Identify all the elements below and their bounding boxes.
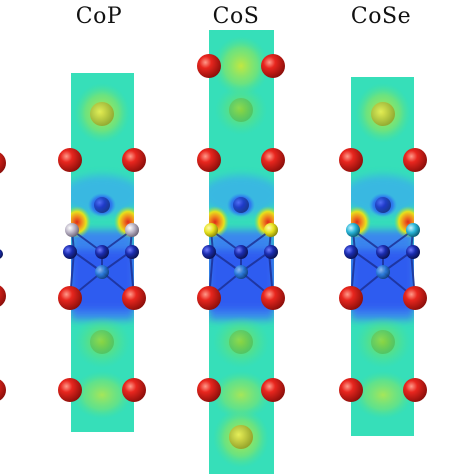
atom-oxygen <box>403 286 427 310</box>
atom-ghost <box>229 425 253 449</box>
atom-cobalt <box>344 245 358 259</box>
atom-ghost <box>90 330 114 354</box>
atom-dopant <box>346 223 360 237</box>
atom-ghost <box>229 330 253 354</box>
atom-cobalt <box>0 249 3 259</box>
atom-ghost <box>376 265 390 279</box>
atom-oxygen <box>339 378 363 402</box>
atom-oxygen <box>339 148 363 172</box>
atom-oxygen <box>261 54 285 78</box>
atom-oxygen <box>403 148 427 172</box>
atom-ghost <box>95 265 109 279</box>
panel-cose <box>339 77 427 436</box>
panel-label-cose: CoSe <box>350 4 412 29</box>
density-blob-bottom <box>353 371 413 419</box>
atom-cobalt <box>63 245 77 259</box>
atom-cobalt <box>406 245 420 259</box>
atom-dopant <box>406 223 420 237</box>
density-high-blob-top <box>213 36 269 96</box>
atom-dopant <box>125 223 139 237</box>
atom-oxygen <box>197 148 221 172</box>
atom-oxygen <box>0 379 6 401</box>
atom-ghost <box>234 265 248 279</box>
atom-dopant <box>65 223 79 237</box>
atom-oxygen <box>58 286 82 310</box>
atom-dopant <box>204 223 218 237</box>
atom-cobalt <box>125 245 139 259</box>
atom-cobalt <box>234 245 248 259</box>
panel-cos <box>197 30 285 474</box>
density-blob-bottom <box>211 371 271 419</box>
atom-oxygen <box>261 378 285 402</box>
atom-cobalt <box>376 245 390 259</box>
atom-ghost <box>371 102 395 126</box>
panel-label-cop: CoP <box>75 4 123 29</box>
atom-oxygen <box>58 148 82 172</box>
atom-oxygen <box>403 378 427 402</box>
atom-oxygen <box>339 286 363 310</box>
atom-cobalt <box>94 197 110 213</box>
atom-oxygen <box>261 286 285 310</box>
panel-cop <box>58 73 146 432</box>
atom-oxygen <box>122 148 146 172</box>
atom-oxygen <box>58 378 82 402</box>
density-blob-bottom <box>72 371 132 419</box>
panel-edge-left <box>0 152 6 401</box>
atom-oxygen <box>197 378 221 402</box>
atom-cobalt <box>375 197 391 213</box>
atom-cobalt <box>233 197 249 213</box>
atom-cobalt <box>264 245 278 259</box>
atom-ghost <box>229 98 253 122</box>
atom-dopant <box>264 223 278 237</box>
panel-label-cos: CoS <box>212 4 260 29</box>
atom-oxygen <box>0 152 6 174</box>
atom-oxygen <box>261 148 285 172</box>
atom-oxygen <box>0 285 6 307</box>
atom-oxygen <box>197 286 221 310</box>
atom-cobalt <box>95 245 109 259</box>
atom-ghost <box>371 330 395 354</box>
atom-oxygen <box>197 54 221 78</box>
atom-oxygen <box>122 286 146 310</box>
atom-cobalt <box>202 245 216 259</box>
atom-ghost <box>90 102 114 126</box>
atom-oxygen <box>122 378 146 402</box>
